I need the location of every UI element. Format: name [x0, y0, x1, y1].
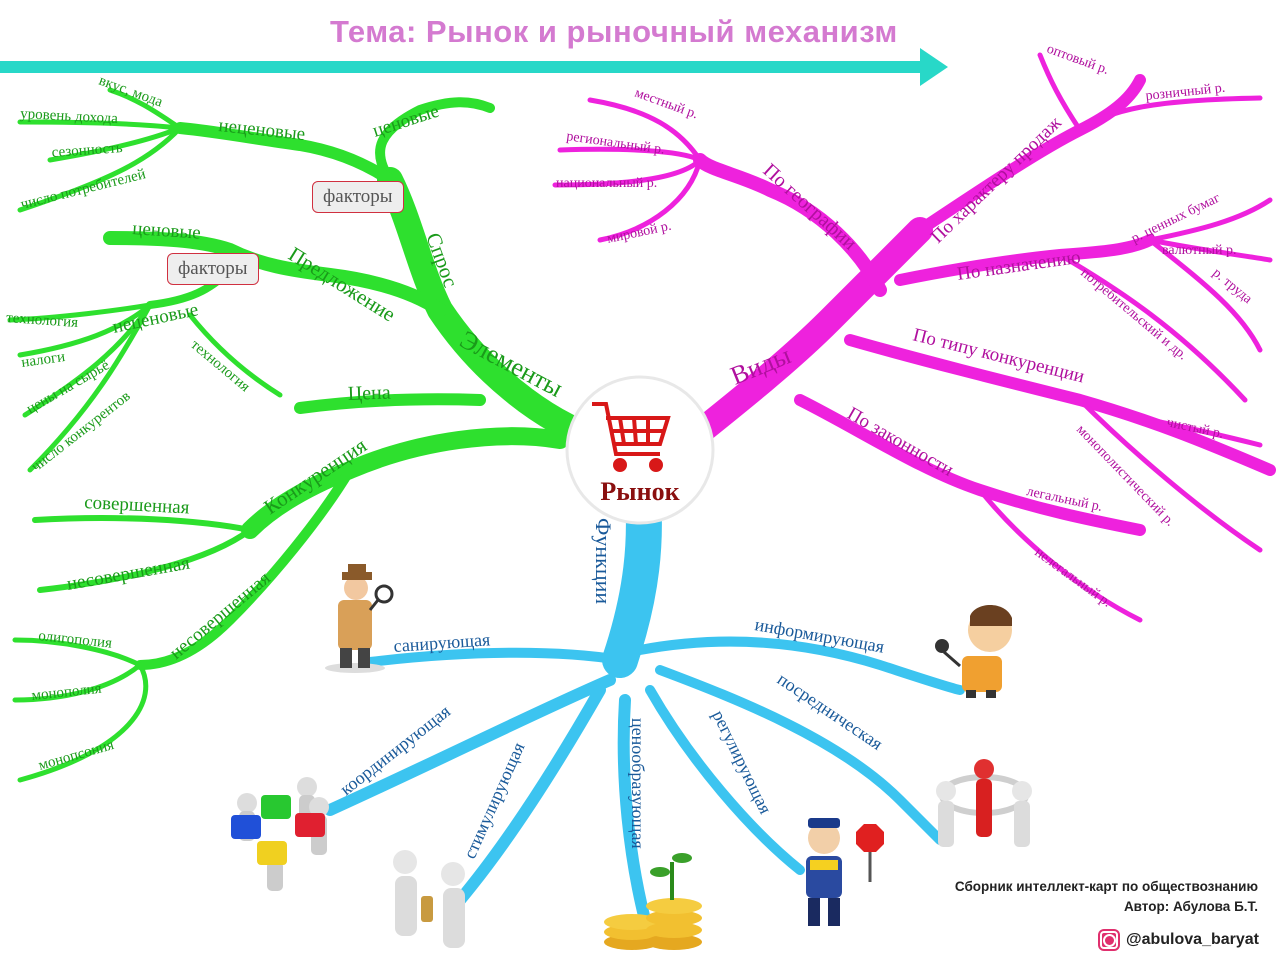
- legality-illegal: нелегальный р.: [1032, 545, 1114, 610]
- instagram-icon: [1098, 929, 1120, 951]
- price-label: Цена: [347, 382, 391, 405]
- competition-perfect: совершенная: [84, 492, 191, 518]
- demand-item-income: уровень дохода: [20, 106, 119, 127]
- footer-credits: Сборник интеллект-карт по обществознанию…: [955, 877, 1258, 917]
- traffic-police-figure-icon: [806, 818, 884, 926]
- demand-item-consumers: число потребителей: [19, 166, 147, 213]
- functions-label: Функции: [591, 518, 616, 604]
- sales-label: По характеру продаж: [927, 112, 1066, 248]
- instagram-handle[interactable]: @abulova_baryat: [1098, 929, 1259, 951]
- function-stimulating: стимулирующая: [459, 739, 528, 861]
- demand-price-label: ценовые: [370, 101, 442, 142]
- puzzle-team-icon: [231, 777, 329, 891]
- demand-factors-badge: факторы: [312, 181, 404, 213]
- coins-plant-icon: [604, 853, 702, 950]
- purpose-currency: валютный р.: [1162, 243, 1237, 258]
- function-pricing: ценообразующая: [628, 718, 648, 849]
- geo-world: мировой р.: [606, 219, 673, 247]
- demand-item-season: сезонность: [51, 140, 123, 161]
- geo-label: По географии: [759, 159, 861, 254]
- purpose-securities: р. ценных бумаг: [1129, 191, 1223, 247]
- competition-imperfect-2: несовершенная: [166, 568, 275, 664]
- title-arrow: [0, 48, 948, 86]
- handshake-figure-icon: [393, 850, 465, 948]
- purpose-consumer: потребительский и др.: [1077, 266, 1189, 364]
- competition-imperfect: несовершенная: [65, 553, 191, 595]
- geo-regional: региональный р.: [565, 129, 665, 158]
- geo-local: местный р.: [633, 86, 700, 123]
- function-intermediary: посредническая: [774, 669, 887, 754]
- demand-item-taste: вкус, мода: [97, 73, 165, 111]
- detective-figure-icon: [325, 564, 394, 673]
- shopping-cart-icon: [592, 402, 671, 472]
- oligopoly-label: олигополия: [38, 628, 113, 652]
- center-node: Рынок: [565, 375, 715, 525]
- function-regulating: регулирующая: [708, 707, 775, 817]
- center-label: Рынок: [600, 477, 679, 506]
- reporter-figure-icon: [935, 605, 1012, 698]
- monopsony-label: монопсония: [37, 737, 116, 774]
- purpose-labor: р. труда: [1209, 266, 1255, 308]
- unity-circle-figures-icon: [936, 759, 1032, 847]
- sales-wholesale: оптовый р.: [1045, 42, 1111, 78]
- footer-line-author: Автор: Абулова Б.Т.: [1123, 899, 1258, 914]
- supply-item-tech: технология: [6, 310, 79, 331]
- purpose-label: По назначению: [956, 247, 1082, 285]
- footer-line-collection: Сборник интеллект-карт по обществознанию: [954, 879, 1258, 894]
- instagram-handle-text: @abulova_baryat: [1126, 931, 1259, 948]
- functions-branch: [324, 452, 965, 926]
- legality-label: По законности: [844, 403, 957, 481]
- types-branch: [552, 52, 1276, 623]
- geo-national: национальный р.: [556, 176, 657, 191]
- page-title: Тема: Рынок и рыночный механизм: [330, 14, 898, 49]
- monopoly-label: монополия: [31, 681, 103, 704]
- supply-price-label: ценовые: [132, 218, 202, 244]
- supply-factors-badge: факторы: [167, 253, 259, 285]
- supply-item-taxes: налоги: [20, 349, 66, 371]
